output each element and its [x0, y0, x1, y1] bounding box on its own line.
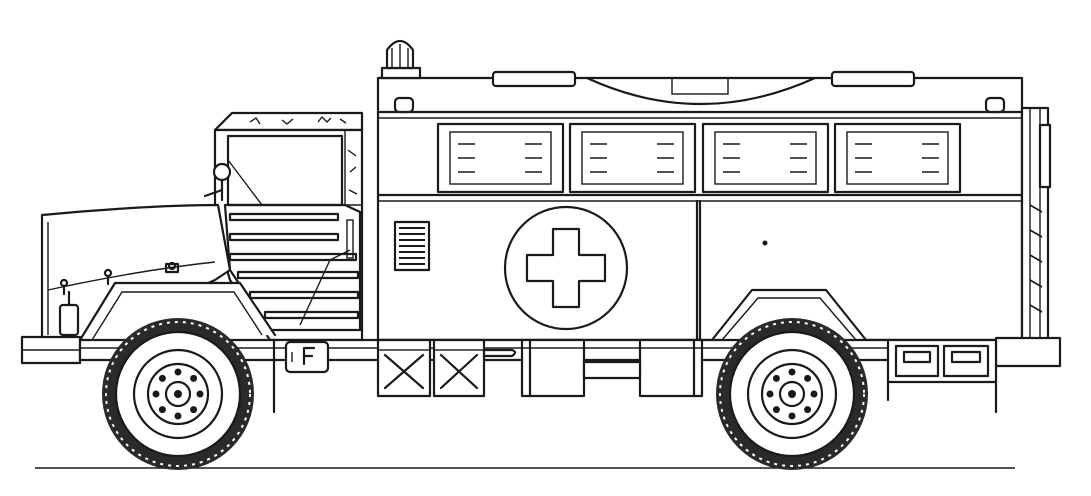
roof-details: [393, 70, 1006, 114]
storage-crate: [376, 338, 432, 398]
beacon-light-icon: [380, 39, 422, 80]
rear-wheel: [716, 318, 868, 470]
window-panel: [701, 122, 830, 194]
engine-hood: [40, 203, 277, 342]
front-wheel: [102, 318, 254, 470]
ambulance-box-body: [376, 76, 1024, 342]
window-panel: [833, 122, 962, 194]
window-panel: [436, 122, 565, 194]
vent-grille: [393, 220, 431, 272]
fuel-filler-icon: [284, 340, 330, 374]
rear-step-box: [886, 338, 998, 414]
window-panel: [568, 122, 697, 194]
red-cross-icon: [503, 205, 629, 331]
tool-box: [638, 338, 704, 398]
cab: [203, 111, 364, 342]
tool-box: [520, 338, 586, 398]
fuel-tank: [582, 360, 642, 380]
rear-ladder: [1020, 106, 1052, 342]
side-window-panels: [436, 122, 962, 194]
tow-hook: [482, 348, 517, 358]
storage-crate: [432, 338, 486, 398]
